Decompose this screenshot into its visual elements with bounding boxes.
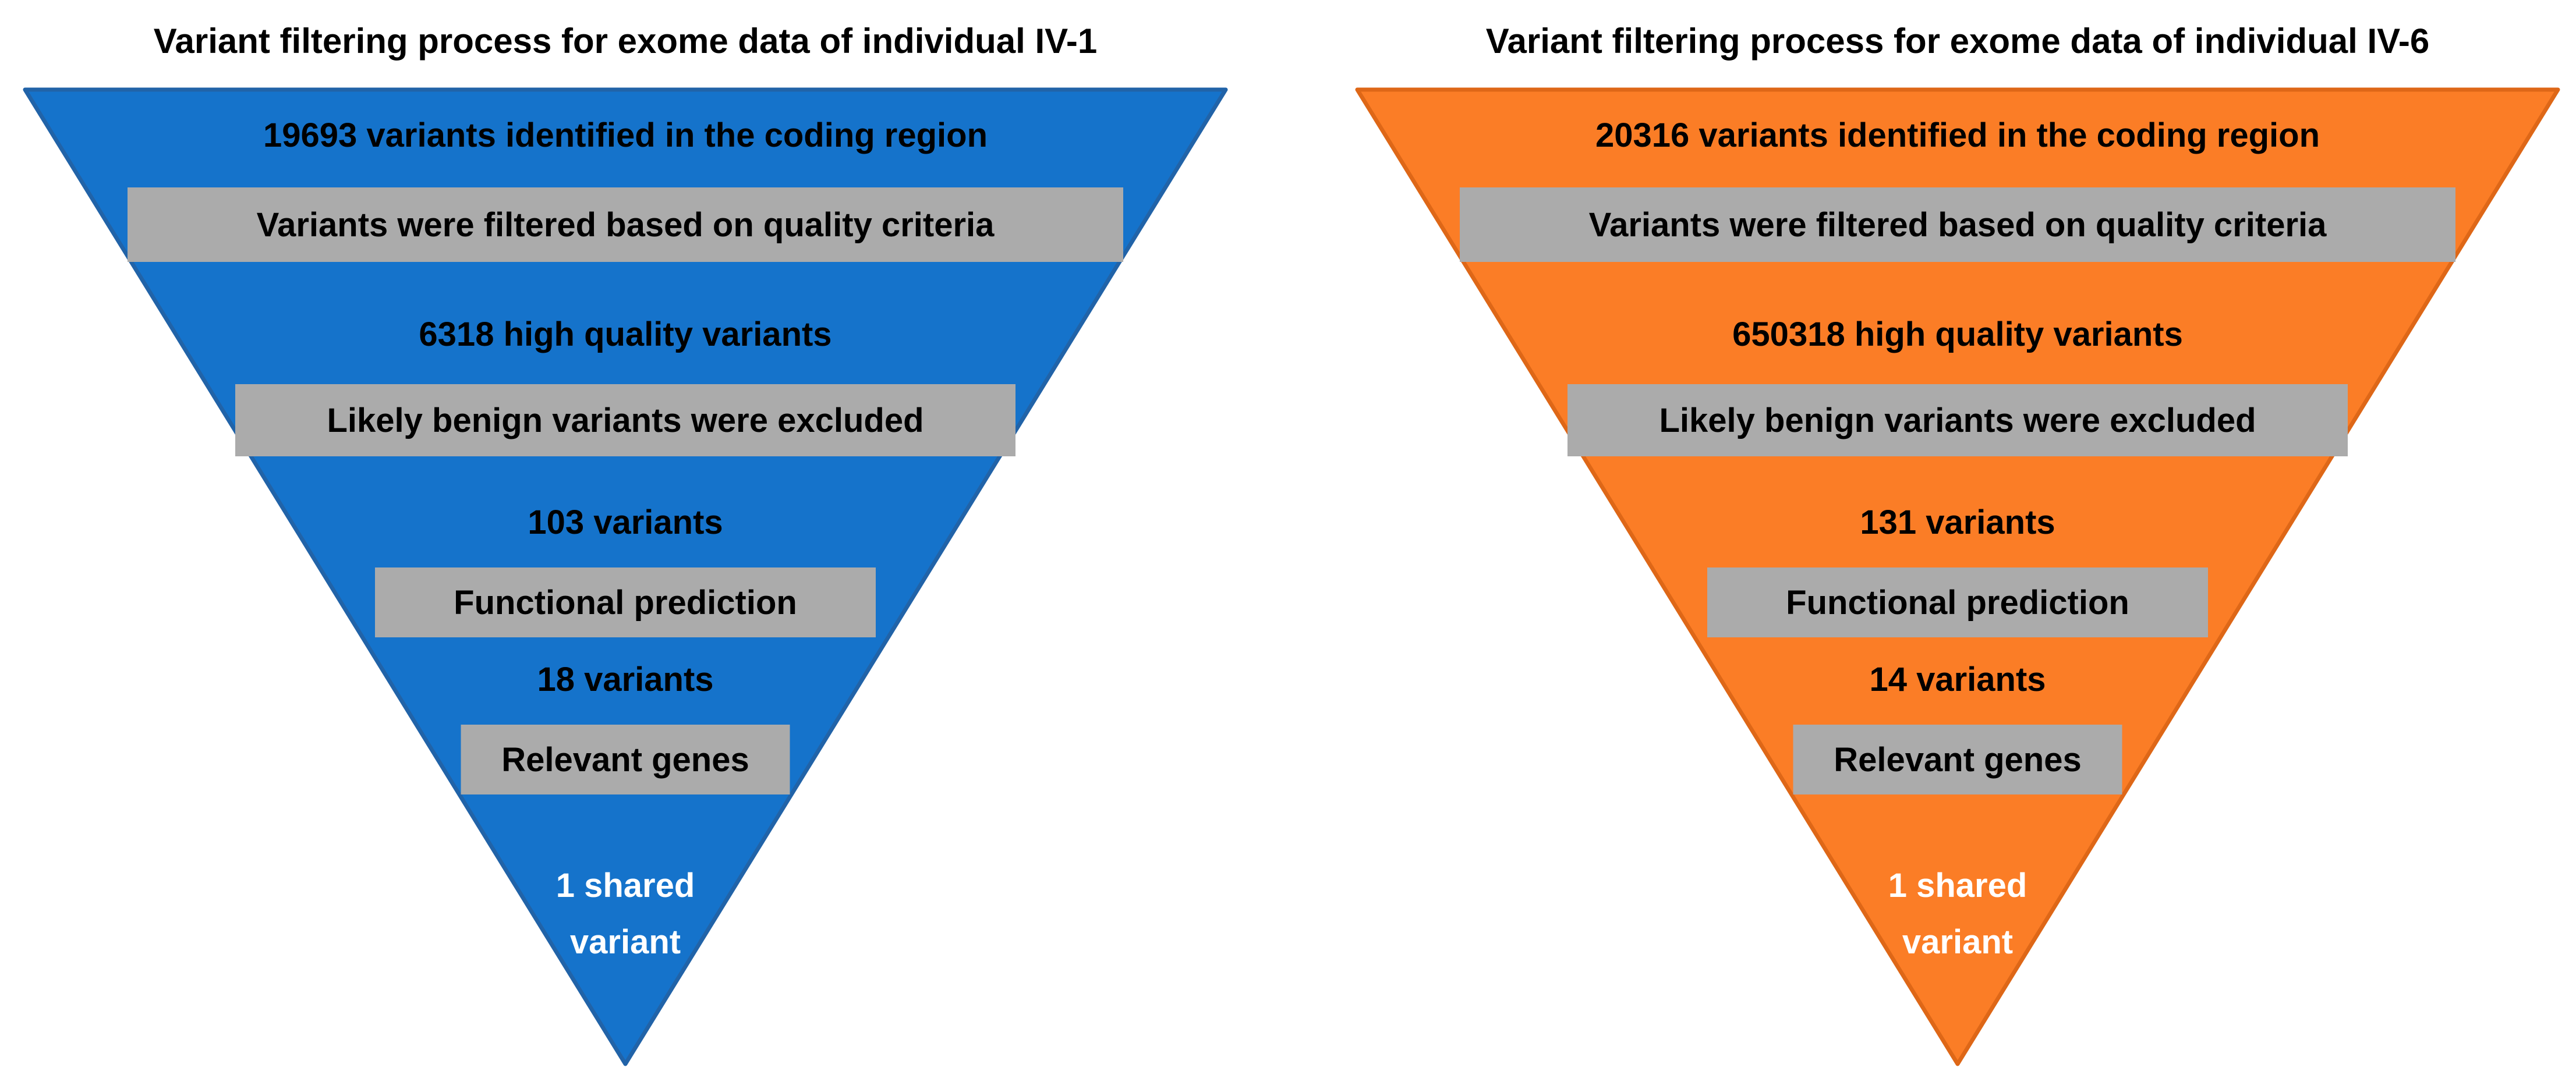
- filter-band-3: Functional prediction: [375, 567, 876, 637]
- filter-band-4: Relevant genes: [1793, 725, 2122, 794]
- panel-title-iv1: Variant filtering process for exome data…: [153, 22, 1098, 61]
- funnel-panel-iv1: Variant filtering process for exome data…: [23, 0, 1228, 1089]
- funnel-panel-iv6: Variant filtering process for exome data…: [1355, 0, 2560, 1089]
- count-label-1: 20316 variants identified in the coding …: [1595, 116, 2320, 154]
- filter-band-3: Functional prediction: [1707, 567, 2208, 637]
- filter-band-1: Variants were filtered based on quality …: [128, 187, 1123, 262]
- result-label: 1 shared variant: [1888, 867, 2027, 961]
- filter-band-2: Likely benign variants were excluded: [235, 384, 1015, 456]
- count-label-2: 650318 high quality variants: [1732, 315, 2183, 353]
- filter-band-1: Variants were filtered based on quality …: [1460, 187, 2455, 262]
- count-label-3: 131 variants: [1860, 503, 2055, 541]
- count-label-1: 19693 variants identified in the coding …: [263, 116, 988, 154]
- filter-band-2: Likely benign variants were excluded: [1567, 384, 2348, 456]
- count-label-4: 14 variants: [1869, 660, 2046, 698]
- count-label-2: 6318 high quality variants: [419, 315, 832, 353]
- filter-band-4: Relevant genes: [461, 725, 790, 794]
- result-label: 1 shared variant: [555, 867, 695, 961]
- panel-title-iv6: Variant filtering process for exome data…: [1485, 22, 2430, 61]
- count-label-4: 18 variants: [537, 660, 714, 698]
- count-label-3: 103 variants: [528, 503, 723, 541]
